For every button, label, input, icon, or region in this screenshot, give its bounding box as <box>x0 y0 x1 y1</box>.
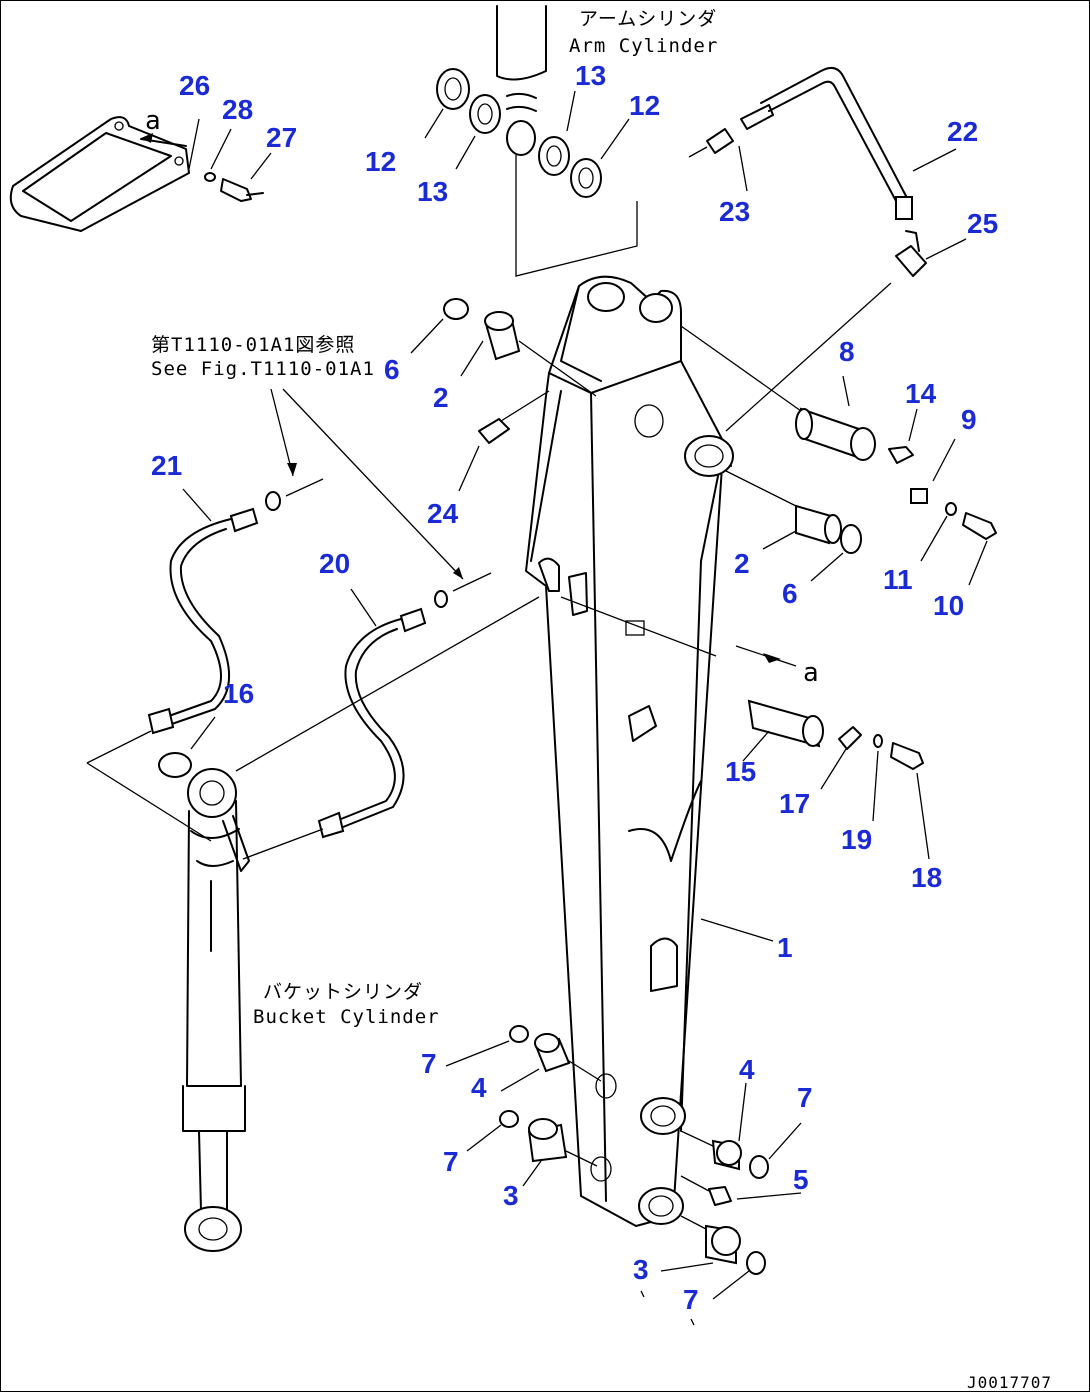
bucket-cylinder-label-en: Bucket Cylinder <box>253 1006 440 1028</box>
nut-9 <box>910 488 928 504</box>
callout-3-b: 3 <box>633 1254 649 1285</box>
pin-15 <box>747 699 824 748</box>
callout-5: 5 <box>793 1164 809 1195</box>
washer-13-left <box>469 94 501 134</box>
arm-cylinder-label-en: Arm Cylinder <box>569 35 718 57</box>
callout-6-lower: 6 <box>782 578 798 609</box>
callout-12-left: 12 <box>365 146 396 177</box>
callout-13-right: 13 <box>575 60 606 91</box>
callout-22: 22 <box>947 116 978 147</box>
hose-20 <box>242 590 448 860</box>
bucket-cylinder <box>182 768 250 1252</box>
elbow-25 <box>895 230 927 277</box>
grease-fitting-24 <box>478 418 510 444</box>
washer-14 <box>888 446 914 464</box>
bucket-cylinder-label-jp: バケットシリンダ <box>263 981 423 1003</box>
bushing-2-lower <box>795 504 842 545</box>
bushing-2-upper <box>484 311 521 361</box>
callout-7-b: 7 <box>443 1146 459 1177</box>
drawing-code: J0017707 <box>967 1373 1052 1392</box>
callout-7-a: 7 <box>421 1048 437 1079</box>
hose-22 <box>740 66 913 220</box>
callout-12-right: 12 <box>629 90 660 121</box>
callout-23: 23 <box>719 196 750 227</box>
ring-7-d <box>746 1251 766 1275</box>
washer-13-right <box>538 136 570 176</box>
callout-25: 25 <box>967 208 998 239</box>
bolt-18 <box>890 742 924 770</box>
washer-12-left <box>436 68 470 110</box>
callout-28: 28 <box>222 94 253 125</box>
see-fig-label-en: See Fig.T1110-01A1 <box>151 358 375 380</box>
fitting-5 <box>708 1186 732 1206</box>
callout-24: 24 <box>427 498 459 529</box>
bushing-3-b <box>705 1224 741 1265</box>
ring-7-c <box>749 1155 769 1179</box>
callout-1: 1 <box>777 932 793 963</box>
arm-body-1 <box>525 275 734 1227</box>
see-fig-label-jp: 第T1110-01A1図参照 <box>151 334 355 356</box>
bushing-4-b <box>711 1139 742 1171</box>
callout-4-b: 4 <box>739 1054 755 1085</box>
ring-7-a <box>509 1025 529 1043</box>
bolt-10 <box>962 512 997 540</box>
arm-cylinder-rod <box>496 5 638 277</box>
callout-11: 11 <box>883 564 913 595</box>
callout-2-lower: 2 <box>734 548 750 579</box>
callout-19: 19 <box>841 824 872 855</box>
washer-19 <box>873 734 883 748</box>
detail-a-marker-mid: a <box>803 658 820 688</box>
hose-21 <box>147 491 281 735</box>
retainer-detail-a <box>9 116 190 232</box>
detail-a-marker-top: a <box>145 106 162 136</box>
callout-16: 16 <box>223 678 254 709</box>
plate-17 <box>838 726 862 750</box>
arm-cylinder-label-jp: アームシリンダ <box>579 8 717 30</box>
bushing-3-a <box>527 1118 568 1163</box>
bushing-4-a <box>534 1033 571 1073</box>
callout-8: 8 <box>839 336 855 367</box>
callout-15: 15 <box>725 756 756 787</box>
callout-13-left: 13 <box>417 176 448 207</box>
callout-26: 26 <box>179 70 210 101</box>
callout-4-a: 4 <box>471 1072 487 1103</box>
callout-21: 21 <box>151 450 182 481</box>
callout-14: 14 <box>905 378 937 409</box>
pin-8 <box>795 407 876 461</box>
callout-17: 17 <box>779 788 810 819</box>
callout-2-upper: 2 <box>433 382 449 413</box>
ring-7-b <box>499 1110 519 1128</box>
callout-6-upper: 6 <box>384 354 400 385</box>
washer-11 <box>945 502 957 516</box>
bolt-27 <box>220 178 264 202</box>
callout-7-d: 7 <box>683 1284 699 1315</box>
callout-3-a: 3 <box>503 1180 519 1211</box>
callout-7-c: 7 <box>797 1082 813 1113</box>
callout-18: 18 <box>911 862 942 893</box>
callout-20: 20 <box>319 548 350 579</box>
callout-10: 10 <box>933 590 964 621</box>
fitting-23 <box>688 128 734 158</box>
callout-27: 27 <box>266 122 297 153</box>
callout-9: 9 <box>961 404 977 435</box>
washer-12-right <box>570 158 602 198</box>
